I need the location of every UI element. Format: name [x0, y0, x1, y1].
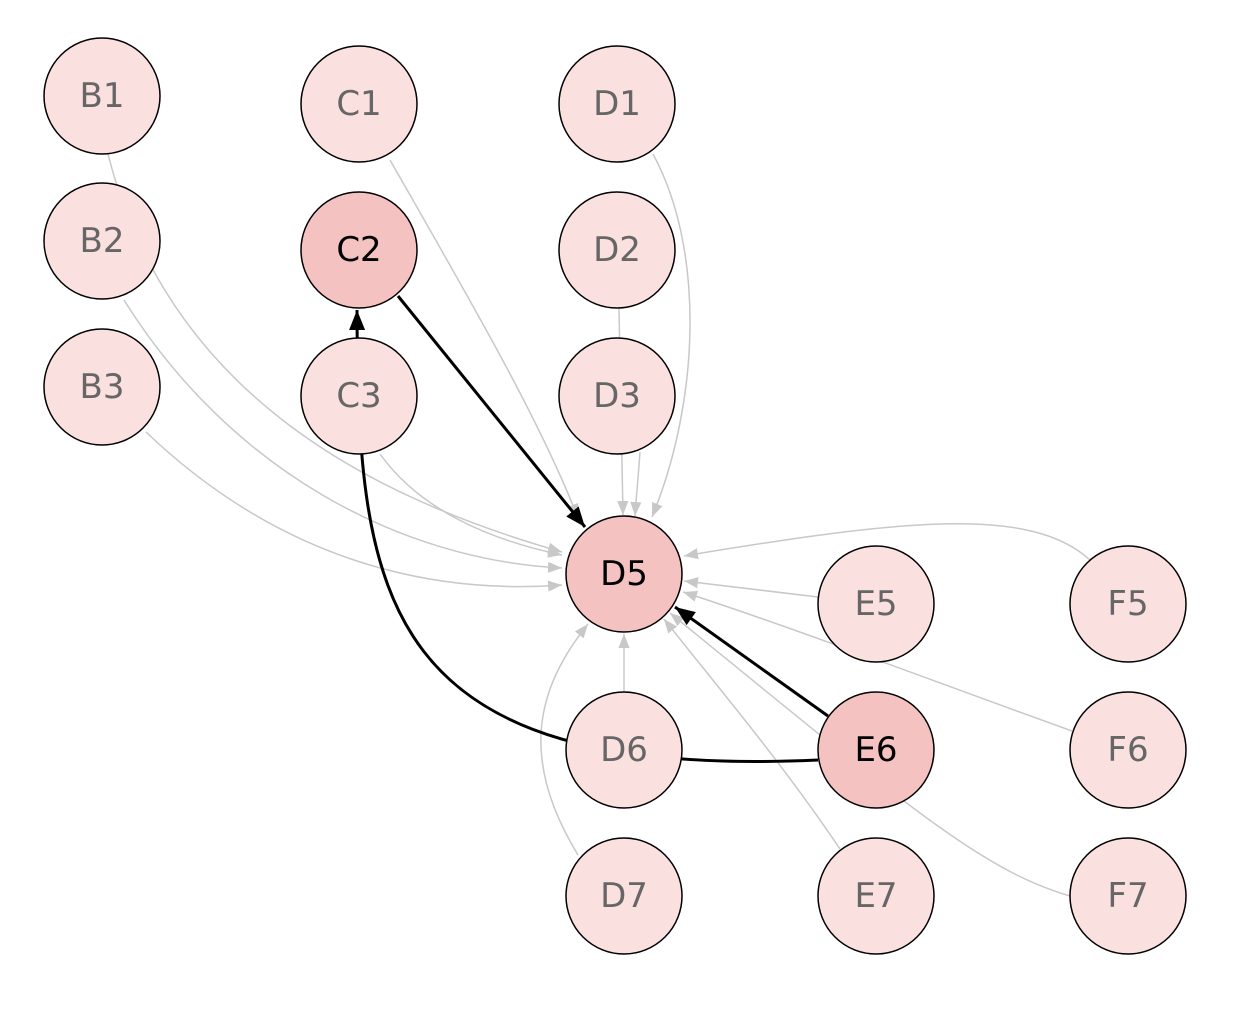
node-circle — [1069, 691, 1187, 809]
node-f5[interactable]: F5 — [1069, 545, 1187, 663]
node-circle — [565, 837, 683, 955]
node-label: D2 — [593, 230, 641, 270]
edge-b3-to-d5 — [145, 431, 563, 592]
node-circle — [300, 337, 418, 455]
node-label: E5 — [854, 584, 897, 624]
node-circle — [43, 328, 161, 446]
node-label: D6 — [600, 730, 648, 770]
node-circle — [43, 182, 161, 300]
edge-e6-to-d5 — [674, 605, 829, 718]
node-c2[interactable]: C2 — [300, 191, 418, 309]
node-circle — [558, 45, 676, 163]
node-b3[interactable]: B3 — [43, 328, 161, 446]
node-circle — [817, 545, 935, 663]
node-circle — [817, 837, 935, 955]
node-label: D3 — [593, 376, 641, 416]
node-e5[interactable]: E5 — [817, 545, 935, 663]
node-d6[interactable]: D6 — [565, 691, 683, 809]
edge-f7-to-d5 — [669, 612, 1071, 897]
edge-f5-to-d5 — [683, 523, 1091, 561]
edge-c3-to-d5 — [379, 453, 563, 558]
node-label: F7 — [1107, 876, 1148, 916]
node-d5[interactable]: D5 — [565, 515, 683, 633]
edge-b2-to-d5 — [123, 299, 563, 573]
node-d1[interactable]: D1 — [558, 45, 676, 163]
node-circle — [565, 691, 683, 809]
node-b1[interactable]: B1 — [43, 37, 161, 155]
node-d2[interactable]: D2 — [558, 191, 676, 309]
edge-d7-to-d5 — [540, 623, 589, 856]
node-circle — [300, 45, 418, 163]
node-e7[interactable]: E7 — [817, 837, 935, 955]
node-label: F6 — [1107, 730, 1148, 770]
node-c1[interactable]: C1 — [300, 45, 418, 163]
edge-c1-to-d5 — [389, 159, 579, 519]
node-b2[interactable]: B2 — [43, 182, 161, 300]
edge-e7-to-d5 — [663, 618, 841, 850]
edge-d1-to-d5 — [651, 153, 691, 518]
node-label: D1 — [593, 84, 641, 124]
node-f6[interactable]: F6 — [1069, 691, 1187, 809]
node-label: B3 — [80, 367, 125, 407]
node-e6[interactable]: E6 — [817, 691, 935, 809]
node-d7[interactable]: D7 — [565, 837, 683, 955]
node-circle — [558, 337, 676, 455]
node-label: B1 — [80, 76, 125, 116]
node-label: E6 — [854, 730, 897, 770]
node-label: D7 — [600, 876, 648, 916]
edge-d3-to-d5 — [630, 451, 642, 517]
node-label: C3 — [336, 376, 381, 416]
node-circle — [565, 515, 683, 633]
node-d3[interactable]: D3 — [558, 337, 676, 455]
edge-c2-to-d5 — [396, 295, 587, 528]
node-label: F5 — [1107, 584, 1148, 624]
node-label: B2 — [80, 221, 125, 261]
edge-e5-to-d5 — [683, 577, 819, 598]
node-label: D5 — [600, 554, 648, 594]
node-circle — [1069, 837, 1187, 955]
node-label: E7 — [854, 876, 897, 916]
node-circle — [300, 191, 418, 309]
node-circle — [558, 191, 676, 309]
node-f7[interactable]: F7 — [1069, 837, 1187, 955]
node-c3[interactable]: C3 — [300, 337, 418, 455]
node-circle — [817, 691, 935, 809]
node-circle — [1069, 545, 1187, 663]
node-label: C1 — [336, 84, 381, 124]
node-circle — [43, 37, 161, 155]
node-label: C2 — [336, 230, 381, 270]
